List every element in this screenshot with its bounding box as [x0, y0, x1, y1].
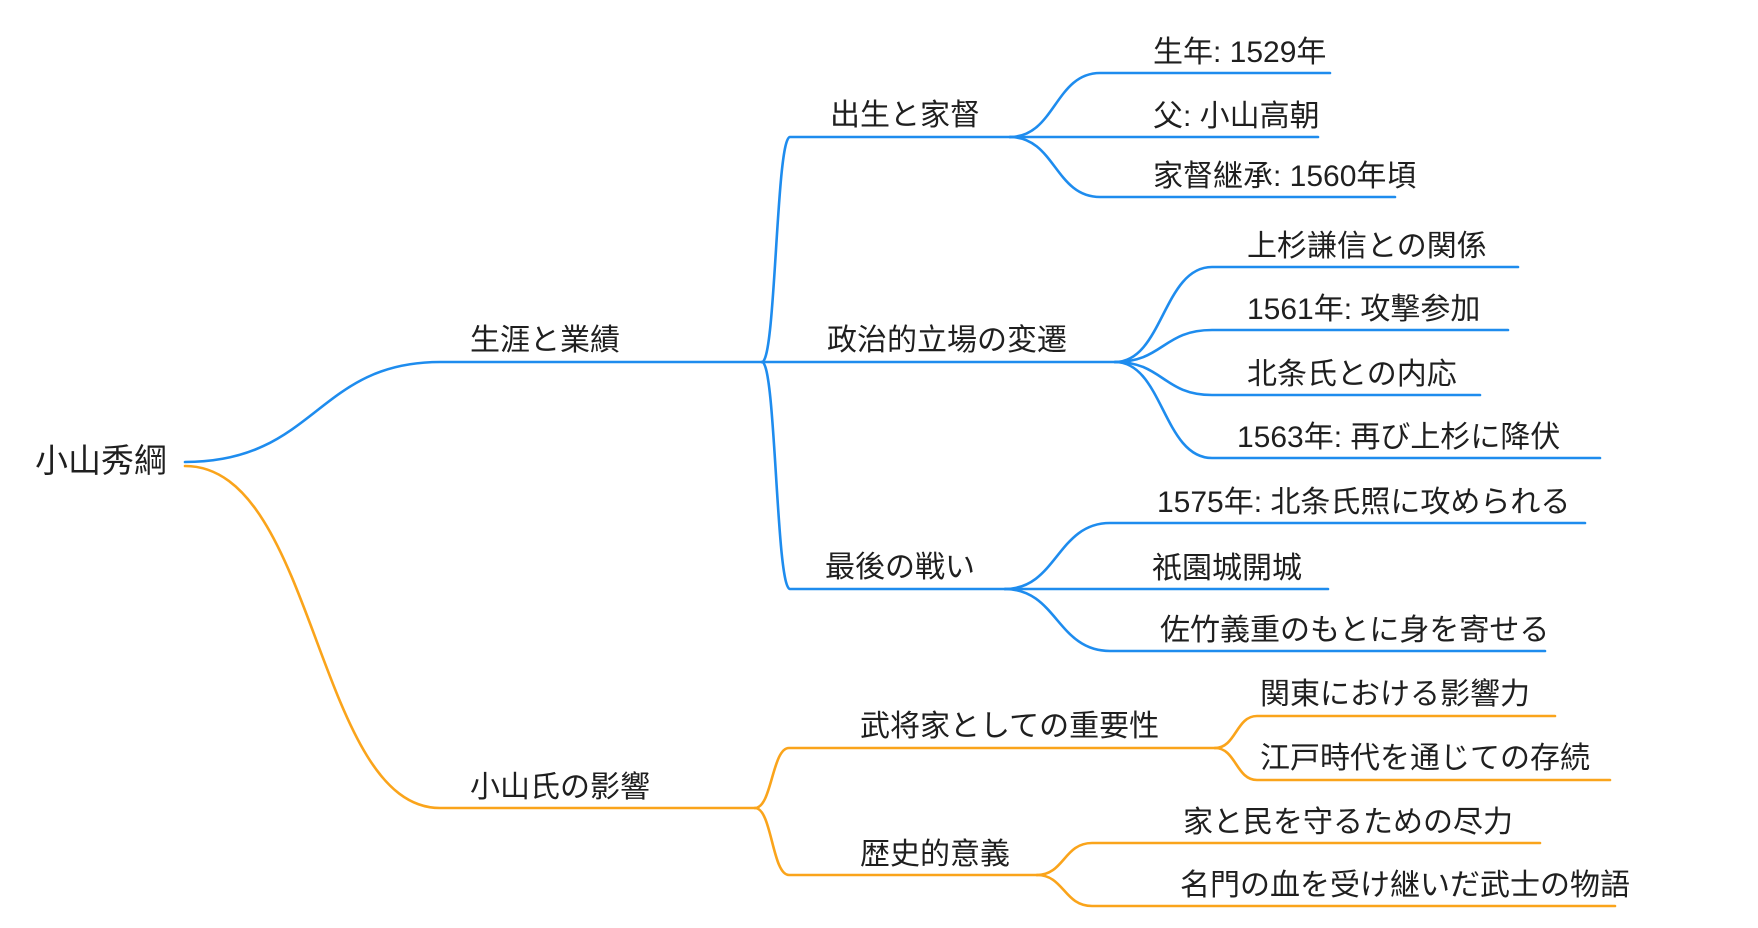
branch-influence-links	[183, 464, 1617, 908]
link-final-to-satake-refuge	[1003, 587, 1547, 653]
node-oyama-influence-label[interactable]: 小山氏の影響	[470, 771, 650, 804]
leaf-gion-castle-label[interactable]: 祇園城開城	[1152, 552, 1302, 585]
link-influence-to-historical-significance	[753, 806, 1039, 877]
link-root-to-life-achievements	[183, 360, 764, 464]
leaf-noble-blood-label[interactable]: 名門の血を受け継いだ武士の物語	[1180, 869, 1630, 902]
leaf-1561-attack-label[interactable]: 1561年: 攻撃参加	[1247, 293, 1480, 326]
link-historical-to-noble-blood	[1035, 873, 1617, 908]
link-root-to-oyama-influence	[183, 464, 757, 810]
link-warrior-to-kanto-influence	[1213, 714, 1557, 750]
leaf-birthyear-label[interactable]: 生年: 1529年	[1153, 36, 1326, 69]
leaf-father-label[interactable]: 父: 小山高朝	[1153, 100, 1320, 133]
leaf-satake-refuge-label[interactable]: 佐竹義重のもとに身を寄せる	[1160, 614, 1549, 647]
mindmap-labels: 小山秀綱 生涯と業績 出生と家督 生年: 1529年 父: 小山高朝 家督継承:…	[35, 36, 1630, 902]
leaf-protect-family-label[interactable]: 家と民を守るための尽力	[1183, 806, 1513, 839]
leaf-edo-survival-label[interactable]: 江戸時代を通じての存続	[1260, 742, 1590, 775]
link-warrior-to-edo-survival	[1213, 746, 1612, 782]
leaf-kanto-influence-label[interactable]: 関東における影響力	[1260, 678, 1530, 711]
link-political-to-hojo-collusion	[1113, 360, 1482, 397]
leaf-uesugi-relation-label[interactable]: 上杉謙信との関係	[1247, 230, 1487, 263]
leaf-hojo-collusion-label[interactable]: 北条氏との内応	[1247, 358, 1457, 391]
node-final-battle-label[interactable]: 最後の戦い	[825, 551, 975, 584]
root-node-label[interactable]: 小山秀綱	[35, 442, 167, 479]
link-political-to-1561-attack	[1113, 328, 1510, 364]
node-life-achievements-label[interactable]: 生涯と業績	[470, 324, 620, 357]
node-birth-family-label[interactable]: 出生と家督	[830, 99, 980, 132]
link-birth-to-birthyear	[1008, 71, 1332, 139]
link-birth-to-succession	[1008, 135, 1397, 199]
branch-life-links	[183, 71, 1602, 653]
leaf-succession-label[interactable]: 家督継承: 1560年頃	[1153, 160, 1416, 193]
leaf-1563-surrender-label[interactable]: 1563年: 再び上杉に降伏	[1237, 421, 1560, 454]
link-historical-to-protect-family	[1035, 841, 1542, 877]
node-historical-significance-label[interactable]: 歴史的意義	[860, 838, 1010, 871]
link-political-to-1563-surrender	[1113, 360, 1602, 460]
link-political-to-uesugi-relation	[1113, 265, 1520, 364]
link-life-to-birth-family	[760, 135, 1012, 364]
link-final-to-1575-attacked	[1003, 521, 1587, 591]
link-life-to-final-battle	[760, 360, 1007, 591]
link-influence-to-warrior-importance	[753, 746, 1217, 810]
leaf-1575-attacked-label[interactable]: 1575年: 北条氏照に攻められる	[1157, 486, 1570, 519]
node-political-shift-label[interactable]: 政治的立場の変遷	[827, 324, 1067, 357]
node-warrior-importance-label[interactable]: 武将家としての重要性	[860, 710, 1159, 743]
